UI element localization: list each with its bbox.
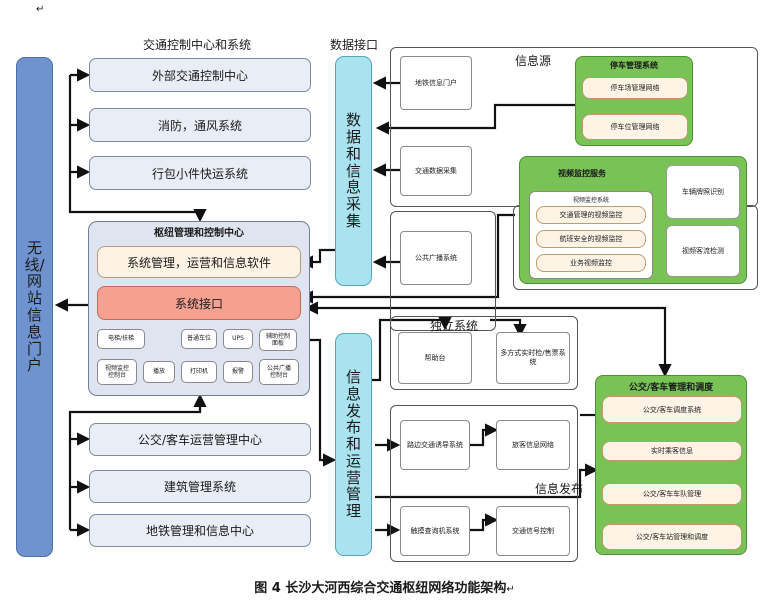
- parking-management: 停车管理系统 停车场管理网络 停车位管理网络: [575, 56, 693, 146]
- external-traffic-center: 外部交通控制中心: [89, 58, 311, 92]
- traffic-data-box: 交通数据采集: [400, 146, 472, 196]
- fire-ventilation-system: 消防，通风系统: [89, 108, 311, 142]
- independent-label: 独立系统: [430, 319, 479, 333]
- parking-lot-network: 停车场管理网络: [582, 77, 688, 99]
- hub-aux-panel: 辅助控制 面板: [259, 329, 297, 351]
- plate-recognition: 车辆牌照识别: [666, 165, 740, 219]
- parking-title: 停车管理系统: [610, 61, 658, 70]
- video-traffic: 交通管理的视频监控: [536, 206, 646, 224]
- road-guidance-box: 路边交通诱导系统: [400, 420, 470, 470]
- bus-station-management: 公交/客车站管理和调度: [602, 524, 742, 550]
- top-return-mark: ↵: [36, 4, 45, 15]
- hub-broadcast-console: 公共广播 控制台: [259, 359, 299, 385]
- info-release-label: 信息发布: [535, 482, 584, 496]
- portal-column: 无线/网站信息门户: [16, 57, 53, 557]
- hub-printer: 打印机: [181, 361, 217, 383]
- video-monitoring-service: 视频监控服务 视频监控系统 交通管理的视频监控 航班安全的视频监控 业务视频监控…: [519, 156, 747, 284]
- hub-ups: UPS: [223, 329, 253, 349]
- video-system-panel: 视频监控系统 交通管理的视频监控 航班安全的视频监控 业务视频监控: [529, 191, 653, 279]
- caption-text: 图 4 长沙大河西综合交通枢纽网络功能架构: [254, 581, 507, 596]
- bus-dispatch: 公交/客车管理和调度 公交/客车调度系统 实时乘客信息 公交/客车车队管理 公交…: [595, 375, 747, 555]
- video-inner-title: 视频监控系统: [572, 197, 609, 204]
- bus-title: 公交/客车管理和调度: [628, 383, 714, 393]
- passenger-info-network: 旅客信息网络: [496, 420, 570, 470]
- header-control-centers: 交通控制中心和系统: [143, 38, 252, 52]
- hub-alarm: 报警: [223, 361, 253, 383]
- traffic-signal-box: 交通信号控制: [496, 506, 570, 556]
- passenger-flow-detection: 视频客流检测: [666, 225, 740, 277]
- video-business: 业务视频监控: [536, 254, 646, 272]
- hub-play: 播放: [143, 361, 175, 383]
- touch-kiosk-box: 触摸查询机系统: [400, 506, 470, 556]
- hub-video-console: 视频监控 控制台: [97, 359, 137, 385]
- info-release-frame: [390, 405, 578, 562]
- parcel-express-system: 行包小件快运系统: [89, 156, 311, 190]
- ticketing-box: 多方式实时检/售票系统: [496, 332, 570, 384]
- figure-caption: 图 4 长沙大河西综合交通枢纽网络功能架构↵: [0, 577, 769, 596]
- info-source-label: 信息源: [515, 54, 552, 68]
- bus-operation-center: 公交/客车运营管理中心: [89, 423, 311, 456]
- hub-title: 枢纽管理和控制中心: [154, 228, 244, 239]
- caption-return-mark: ↵: [506, 584, 515, 595]
- independent-frame-top: [390, 211, 496, 331]
- metro-portal-box: 地铁信息门户: [400, 56, 472, 110]
- info-release-column: 信息发布和运营管理: [335, 333, 372, 556]
- parking-space-network: 停车位管理网络: [582, 114, 688, 140]
- hub-elevator: 电梯/扶梯: [97, 329, 145, 349]
- independent-frame: [390, 316, 578, 390]
- hub-control-center: 枢纽管理和控制中心 系统管理，运营和信息软件 系统接口 电梯/扶梯 普通车位 U…: [88, 221, 310, 396]
- bus-fleet-management: 公交/客车车队管理: [602, 483, 742, 505]
- video-safety: 航班安全的视频监控: [536, 230, 646, 248]
- help-desk-box: 帮助台: [398, 332, 472, 384]
- bus-dispatch-system: 公交/客车调度系统: [602, 396, 742, 423]
- metro-management-center: 地铁管理和信息中心: [89, 514, 311, 547]
- data-collection-column: 数据和信息采集: [335, 56, 372, 286]
- hub-system-interface: 系统接口: [97, 286, 301, 320]
- realtime-passenger-info: 实时乘客信息: [602, 441, 742, 461]
- building-management: 建筑管理系统: [89, 470, 311, 503]
- hub-software: 系统管理，运营和信息软件: [97, 246, 301, 278]
- public-broadcast-box: 公共广播系统: [400, 231, 472, 285]
- video-title: 视频监控服务: [558, 169, 606, 178]
- hub-parking: 普通车位: [181, 329, 217, 349]
- header-data-interface: 数据接口: [330, 38, 379, 52]
